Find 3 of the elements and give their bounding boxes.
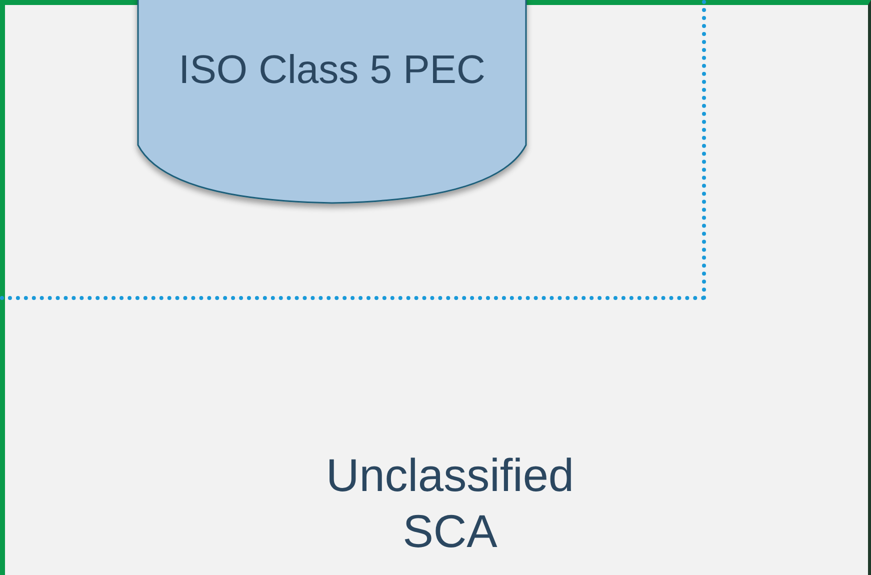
area-label: ISO Class 5 PEC: [178, 47, 486, 94]
dotted-boundary: [0, 0, 706, 300]
area-label: Unclassified SCA: [325, 448, 575, 559]
